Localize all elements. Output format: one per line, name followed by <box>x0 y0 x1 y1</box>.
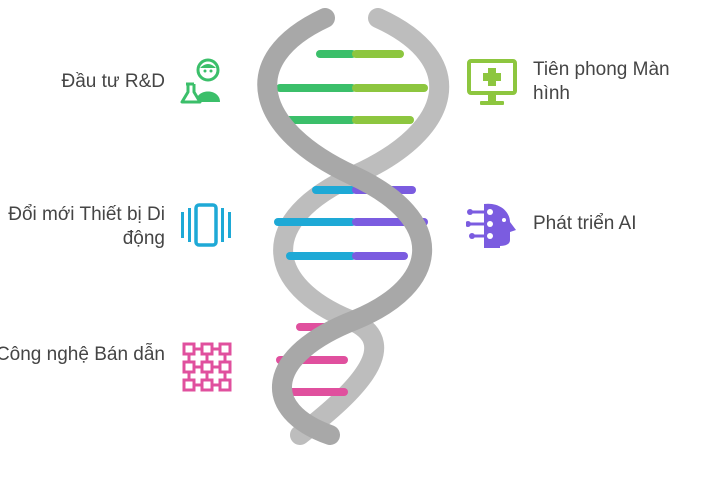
chip-grid-icon <box>182 342 232 392</box>
rung <box>352 84 428 92</box>
rung-group-rd-display <box>276 50 428 124</box>
label-ai-development: Phát triển AI <box>533 213 637 234</box>
helix-strand-front <box>257 8 433 445</box>
rung <box>280 388 348 396</box>
ai-head-icon <box>466 203 516 248</box>
label-mobile-innovation: Đổi mới Thiết bị Di động <box>8 204 165 249</box>
rung <box>312 186 356 194</box>
rung <box>286 252 356 260</box>
label-semiconductor: Công nghệ Bán dẫn <box>0 344 165 365</box>
monitor-plus-icon <box>467 59 517 105</box>
helix-strand-back <box>273 8 450 445</box>
rung <box>352 252 408 260</box>
rung <box>274 218 356 226</box>
rung <box>282 116 356 124</box>
scientist-flask-icon <box>180 58 220 104</box>
vibrating-phone-icon <box>181 203 231 247</box>
rung <box>352 50 404 58</box>
rung <box>276 84 356 92</box>
label-display-pioneer: Tiên phong Màn hình <box>533 59 670 104</box>
rung <box>316 50 356 58</box>
rung <box>352 116 414 124</box>
label-rd-investment: Đầu tư R&D <box>61 71 165 92</box>
